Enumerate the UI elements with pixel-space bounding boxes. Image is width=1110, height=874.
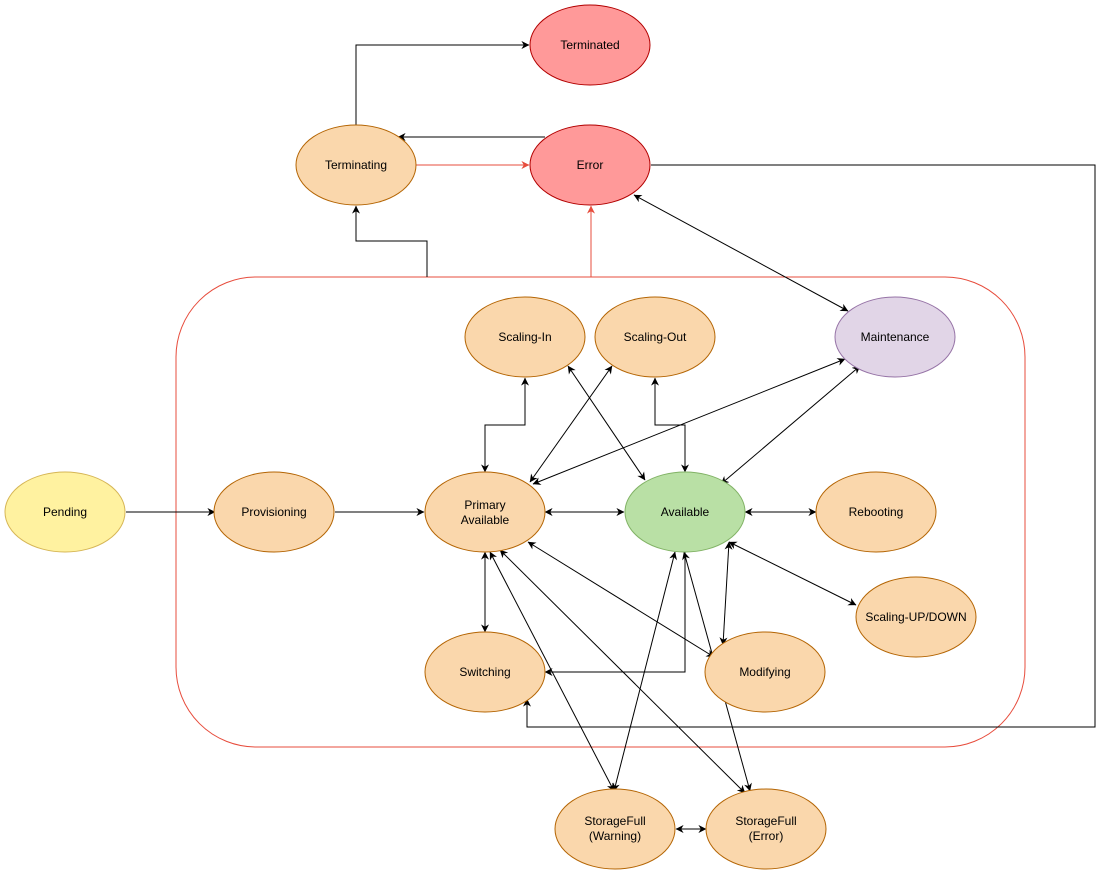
state-label-line1: StorageFull	[735, 814, 796, 828]
edge-group-to-terminating	[352, 205, 428, 277]
state-label-line2: Available	[461, 513, 510, 527]
state-provisioning[interactable]: Provisioning	[213, 471, 335, 553]
state-label: Scaling-Out	[624, 330, 687, 344]
state-available[interactable]: Available	[624, 471, 746, 553]
state-error[interactable]: Error	[529, 124, 651, 206]
state-primary-available[interactable]: Primary Available	[424, 471, 546, 553]
edge-primary-scalingin	[481, 377, 529, 473]
state-label: Terminated	[560, 38, 619, 52]
state-scaling-in[interactable]: Scaling-In	[464, 296, 586, 378]
edge-scalingout-primary	[529, 365, 613, 483]
state-terminating[interactable]: Terminating	[295, 124, 417, 206]
state-label: Maintenance	[861, 330, 930, 344]
state-label: Available	[661, 505, 710, 519]
edge-maintenance-available	[720, 365, 861, 485]
state-storagefull-error[interactable]: StorageFull (Error)	[705, 788, 827, 870]
state-rebooting[interactable]: Rebooting	[815, 471, 937, 553]
edge-available-modifying	[719, 541, 733, 646]
state-modifying[interactable]: Modifying	[704, 631, 826, 713]
state-label: Error	[577, 158, 604, 172]
state-label: Provisioning	[241, 505, 306, 519]
edge-available-to-switching	[544, 552, 686, 676]
state-label: Rebooting	[849, 505, 904, 519]
state-label-line1: Primary	[464, 498, 505, 512]
state-label: Pending	[43, 505, 87, 519]
state-storagefull-warning[interactable]: StorageFull (Warning)	[554, 788, 676, 870]
edge-maintenance-primary	[532, 358, 846, 485]
state-scaling-updown[interactable]: Scaling-UP/DOWN	[855, 576, 977, 658]
state-switching[interactable]: Switching	[424, 631, 546, 713]
edge-error-to-switching	[523, 164, 1096, 728]
state-label-line1: StorageFull	[584, 814, 645, 828]
state-maintenance[interactable]: Maintenance	[834, 296, 956, 378]
edges	[126, 41, 1096, 833]
edge-scalingin-available	[567, 365, 646, 481]
state-label: Terminating	[325, 158, 387, 172]
edge-terminating-to-terminated	[355, 41, 530, 126]
state-label: Scaling-UP/DOWN	[865, 610, 966, 624]
state-label-line2: (Error)	[749, 829, 784, 843]
edge-available-storagewarning	[612, 551, 677, 792]
state-label-line2: (Warning)	[589, 829, 641, 843]
state-scaling-out[interactable]: Scaling-Out	[594, 296, 716, 378]
state-label: Scaling-In	[498, 330, 551, 344]
state-pending[interactable]: Pending	[4, 471, 126, 553]
state-label: Switching	[459, 665, 510, 679]
state-terminated[interactable]: Terminated	[529, 4, 651, 86]
edge-error-maintenance	[633, 194, 849, 312]
edge-available-scalingupdown	[728, 541, 857, 606]
state-label: Modifying	[739, 665, 790, 679]
